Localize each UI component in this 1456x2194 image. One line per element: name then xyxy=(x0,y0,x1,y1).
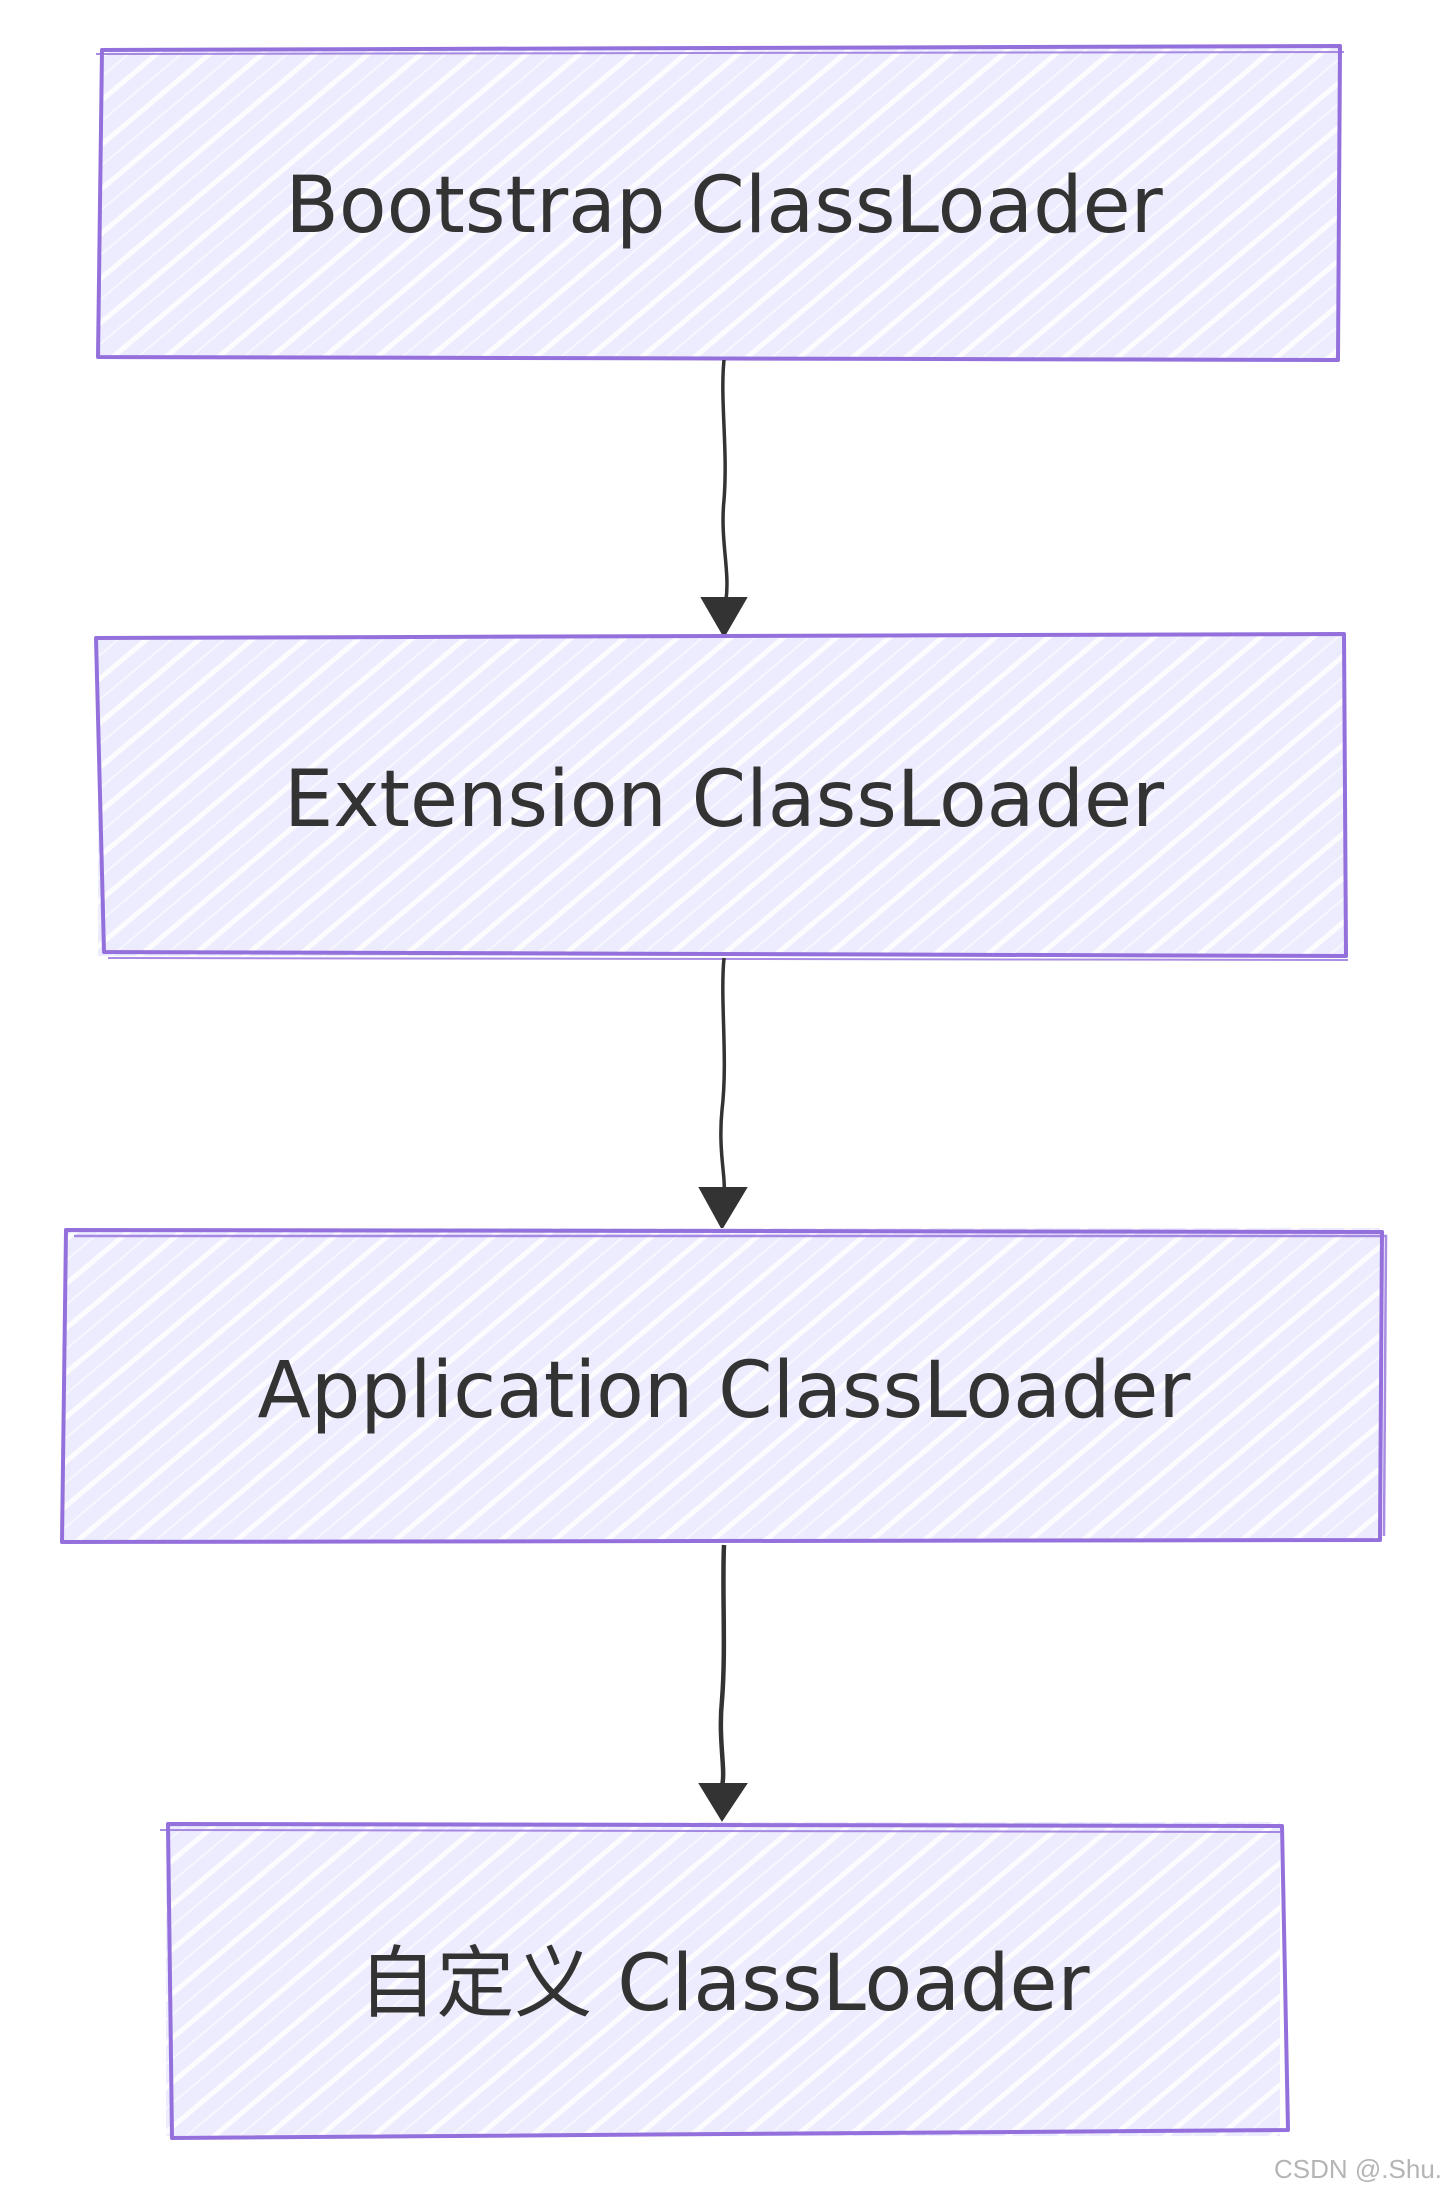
arrowhead-icon xyxy=(698,1783,748,1822)
node-border xyxy=(96,44,1342,362)
edge-line xyxy=(718,1544,727,1787)
node-box xyxy=(100,48,1340,358)
node-label: Application ClassLoader xyxy=(258,1346,1192,1436)
node-box xyxy=(64,1228,1380,1540)
arrowhead-icon xyxy=(698,1187,748,1231)
node-label: Extension ClassLoader xyxy=(284,755,1165,845)
edge-application-to-custom xyxy=(698,1544,748,1822)
node-extension-classloader[interactable]: Extension ClassLoader xyxy=(94,632,1349,961)
edge-line xyxy=(719,957,727,1191)
node-label: Bootstrap ClassLoader xyxy=(285,161,1163,251)
node-box xyxy=(166,1822,1280,2136)
arrowhead-icon xyxy=(700,597,748,638)
node-application-classloader[interactable]: Application ClassLoader xyxy=(60,1228,1388,1544)
edge-line xyxy=(721,359,729,601)
node-border xyxy=(60,1228,1384,1544)
node-label: 自定义 ClassLoader xyxy=(358,1939,1090,2029)
edge-extension-to-application xyxy=(698,957,748,1231)
node-border xyxy=(94,632,1348,958)
node-border xyxy=(166,1822,1290,2140)
node-box xyxy=(98,636,1344,956)
node-custom-classloader[interactable]: 自定义 ClassLoader xyxy=(159,1822,1290,2140)
node-bootstrap-classloader[interactable]: Bootstrap ClassLoader xyxy=(95,44,1345,362)
edge-bootstrap-to-extension xyxy=(700,359,748,638)
watermark-text: CSDN @.Shu. xyxy=(1274,2154,1442,2184)
